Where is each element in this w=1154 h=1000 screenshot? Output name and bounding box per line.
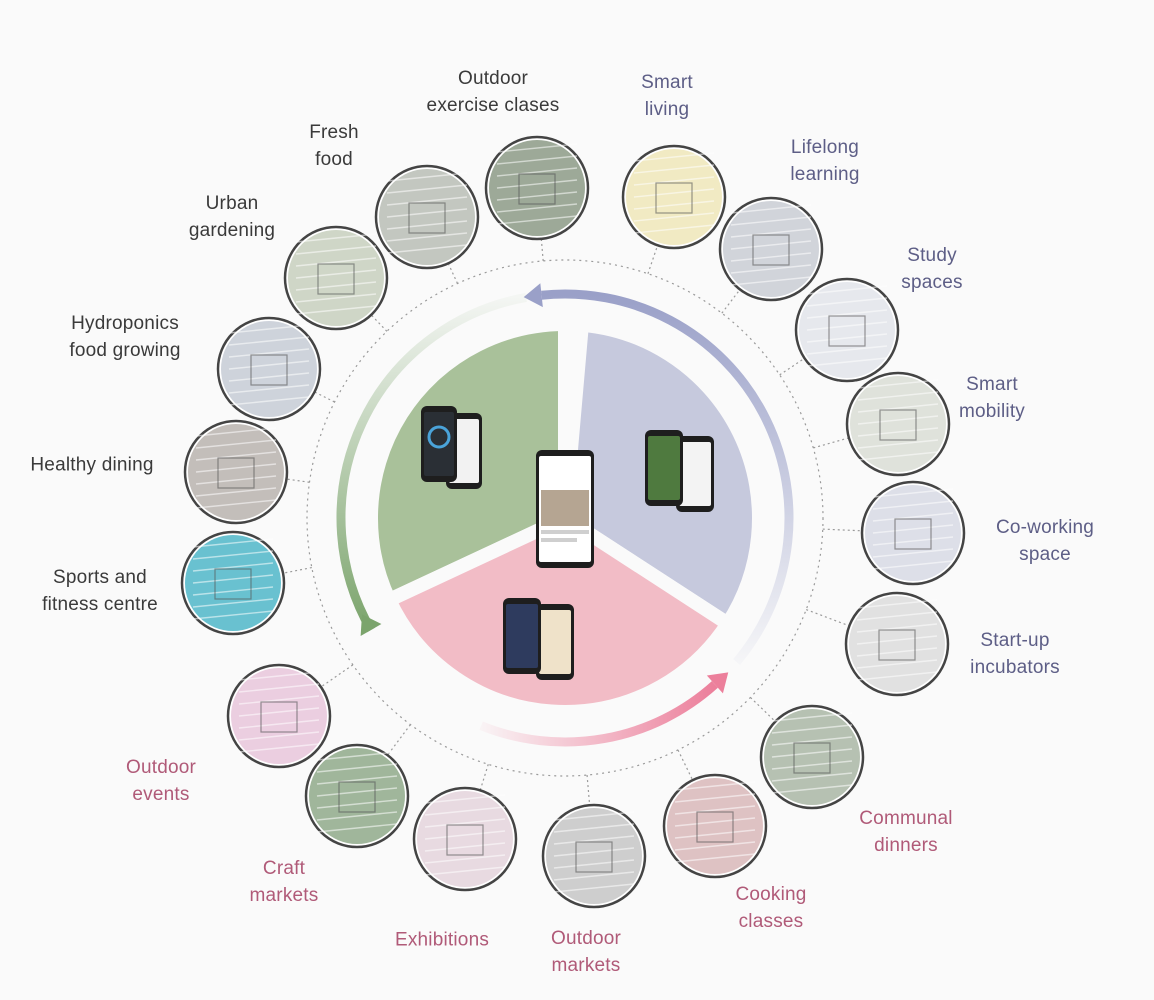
label-outdoor-exercise-classes: Outdoor exercise clases [426, 68, 560, 116]
connector-line [749, 696, 777, 723]
label-lifelong-learning: Lifelong learning [790, 137, 860, 185]
connector-line [370, 313, 388, 332]
activity-photo-fresh-food [374, 164, 480, 270]
activity-photo-outdoor-exercise-classes [484, 135, 590, 241]
label-outdoor-events: Outdoor events [125, 757, 197, 805]
activity-photo-exhibitions [412, 786, 518, 892]
health-arrow-head [360, 614, 382, 636]
label-healthy-dining: Healthy dining [30, 454, 154, 476]
activity-photo-smart-mobility [845, 371, 951, 477]
label-start-up-incubators: Start-up incubators [970, 630, 1060, 678]
phone-icon [676, 436, 714, 512]
phone-icon [536, 604, 574, 680]
connector-line [479, 764, 489, 792]
connector-line [313, 390, 335, 403]
connector-line [285, 478, 310, 483]
phone-icon [421, 406, 457, 482]
connector-line [822, 528, 864, 532]
label-smart-living: Smart living [641, 72, 693, 120]
connector-line [319, 664, 354, 689]
connector-line [647, 244, 659, 274]
label-study-spaces: Study spaces [901, 245, 963, 293]
label-exhibitions: Exhibitions [394, 929, 490, 951]
activity-photo-smart-living [621, 144, 727, 250]
phone-icon [645, 430, 683, 506]
label-cooking-classes: Cooking classes [735, 884, 807, 932]
activity-photo-co-working-space [860, 480, 966, 586]
culture-arrow [479, 681, 718, 747]
connector-line [677, 749, 694, 782]
photo-thumbnail [541, 490, 589, 526]
connector-line [540, 237, 544, 261]
connector-line [721, 288, 742, 314]
health-arrow [336, 292, 527, 633]
activity-photo-study-spaces [794, 277, 900, 383]
activity-photo-sports-and-fitness-centre [180, 530, 286, 636]
activity-photo-healthy-dining [183, 419, 289, 525]
activity-photo-outdoor-markets [541, 803, 647, 909]
innovation-arrow-head [523, 283, 543, 308]
label-craft-markets: Craft markets [249, 858, 319, 906]
culture-arrow-head [706, 672, 729, 694]
activity-photo-hydroponics-food-growing [216, 316, 322, 422]
label-sports-and-fitness-centre: Sports and fitness centre [42, 567, 158, 615]
label-fresh-food: Fresh food [309, 122, 359, 170]
activity-photo-lifelong-learning [718, 196, 824, 302]
label-co-working-space: Co-working space [995, 517, 1095, 565]
connector-line [386, 724, 411, 757]
label-outdoor-markets: Outdoor markets [550, 928, 622, 976]
connector-line [813, 437, 851, 449]
phone-icon [503, 598, 541, 674]
connector-line [805, 608, 851, 627]
label-urban-gardening: Urban gardening [188, 193, 276, 241]
connector-line [447, 262, 459, 284]
innovation-arrow [541, 289, 794, 665]
activity-photo-cooking-classes [662, 773, 768, 879]
connector-line [586, 775, 591, 807]
label-smart-mobility: Smart mobility [958, 374, 1026, 422]
label-hydroponics-food-growing: Hydroponics food growing [69, 313, 181, 361]
activity-photo-start-up-incubators [844, 591, 950, 697]
dotted-ring [306, 259, 824, 777]
label-communal-dinners: Communal dinners [859, 808, 953, 856]
activity-photo-outdoor-events [226, 663, 332, 769]
activity-photo-communal-dinners [759, 704, 865, 810]
connector-line [281, 566, 312, 574]
activity-photo-craft-markets [304, 743, 410, 849]
connector-line [779, 357, 806, 376]
activity-photo-urban-gardening [283, 225, 389, 331]
